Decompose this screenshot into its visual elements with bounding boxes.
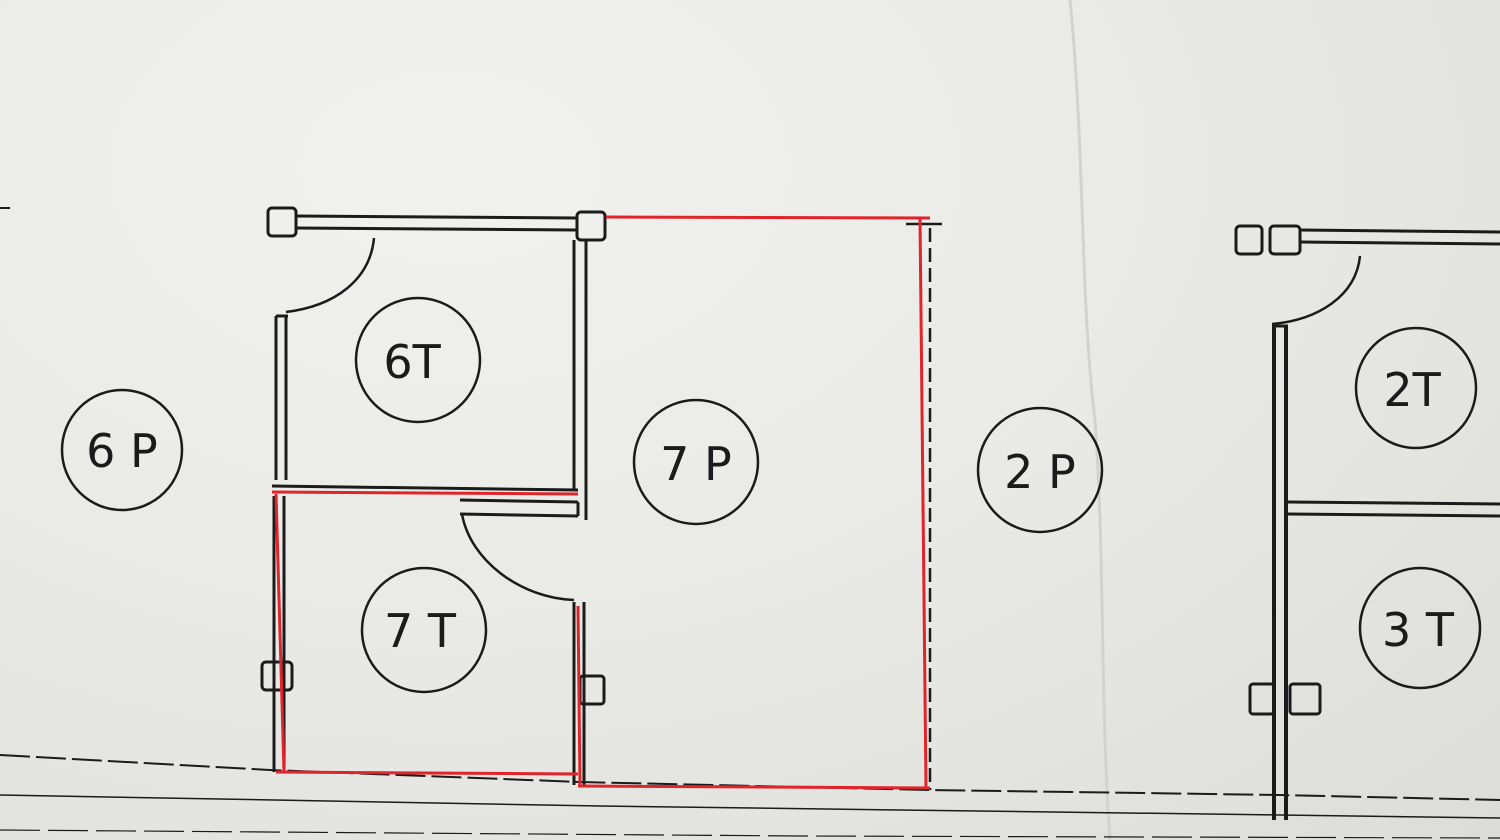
room-label: 3 T bbox=[1382, 603, 1455, 657]
column-post bbox=[260, 660, 294, 692]
column-post bbox=[1234, 224, 1264, 256]
room-label: 7 T bbox=[384, 604, 457, 658]
paper-crease bbox=[1068, 0, 1112, 840]
room-tag-7T: 7 T bbox=[360, 566, 488, 694]
column-post bbox=[575, 210, 607, 242]
column-post bbox=[266, 206, 298, 238]
room-tag-6T: 6T bbox=[354, 296, 482, 424]
right-unit-walls bbox=[1234, 224, 1500, 820]
room-tag-6P: 6 P bbox=[60, 388, 184, 512]
red-markup-outline bbox=[271, 215, 931, 790]
column-post bbox=[1248, 682, 1276, 716]
room-tag-7P: 7 P bbox=[632, 398, 760, 526]
room-label: 7 P bbox=[660, 437, 732, 491]
column-post bbox=[1268, 224, 1302, 256]
room-tag-2T: 2T bbox=[1354, 326, 1478, 450]
room-label: 2T bbox=[1383, 363, 1441, 417]
bottom-baseline bbox=[0, 754, 1500, 839]
room-label: 2 P bbox=[1004, 445, 1076, 499]
left-unit-walls bbox=[260, 206, 942, 790]
room-label: 6 P bbox=[86, 424, 158, 478]
room-tag-3T: 3 T bbox=[1358, 566, 1482, 690]
column-post bbox=[1288, 682, 1322, 716]
room-label: 6T bbox=[383, 335, 441, 389]
room-tag-2P: 2 P bbox=[976, 406, 1104, 534]
